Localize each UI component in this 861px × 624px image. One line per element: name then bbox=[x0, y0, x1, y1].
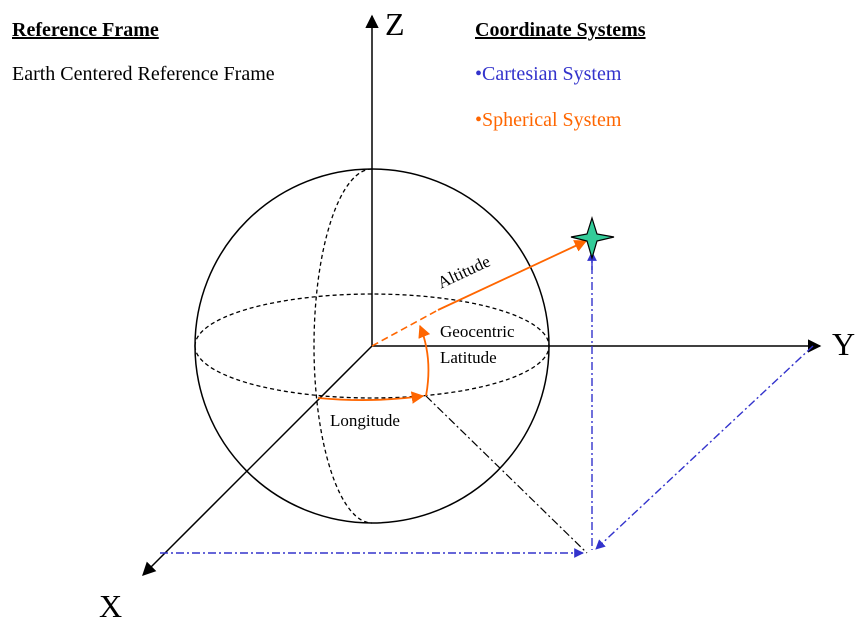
latitude-label: Latitude bbox=[440, 348, 497, 367]
star-icon bbox=[570, 215, 615, 261]
coordinate-systems-heading: Coordinate Systems bbox=[475, 19, 646, 41]
equator-front bbox=[194, 345, 550, 399]
x-axis bbox=[142, 345, 373, 576]
cartesian-y-parallel bbox=[595, 345, 814, 550]
meridian-back bbox=[313, 168, 373, 524]
reference-frame-heading: Reference Frame bbox=[12, 19, 159, 41]
reference-frame-description: Earth Centered Reference Frame bbox=[12, 63, 275, 85]
altitude-dashed bbox=[371, 309, 439, 347]
equator-back bbox=[194, 293, 550, 347]
projection-line bbox=[425, 395, 588, 554]
spherical-system-label: •Spherical System bbox=[475, 109, 622, 131]
longitude-label: Longitude bbox=[330, 411, 400, 430]
altitude-vector bbox=[437, 240, 588, 311]
z-axis-label: Z bbox=[385, 6, 405, 42]
y-axis-label: Y bbox=[832, 326, 856, 362]
x-axis-label: X bbox=[99, 588, 123, 624]
latitude-arc bbox=[418, 324, 431, 397]
longitude-arc bbox=[317, 391, 425, 404]
geocentric-label: Geocentric bbox=[440, 322, 515, 341]
cartesian-system-label: •Cartesian System bbox=[475, 63, 622, 85]
